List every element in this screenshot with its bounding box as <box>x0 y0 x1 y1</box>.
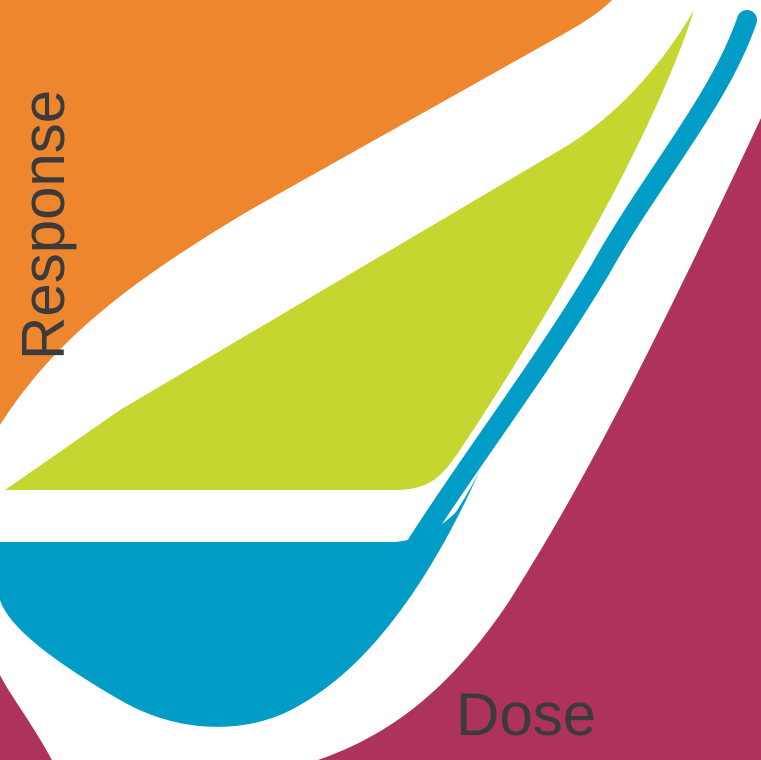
y-axis-label: Response <box>10 90 77 360</box>
blue-region <box>0 470 480 727</box>
magenta-region-corner <box>0 675 52 760</box>
x-axis-label: Dose <box>456 681 596 748</box>
green-region <box>5 10 694 490</box>
orange-region <box>0 0 612 425</box>
blue-curve <box>400 10 757 565</box>
magenta-region-right <box>318 118 761 760</box>
